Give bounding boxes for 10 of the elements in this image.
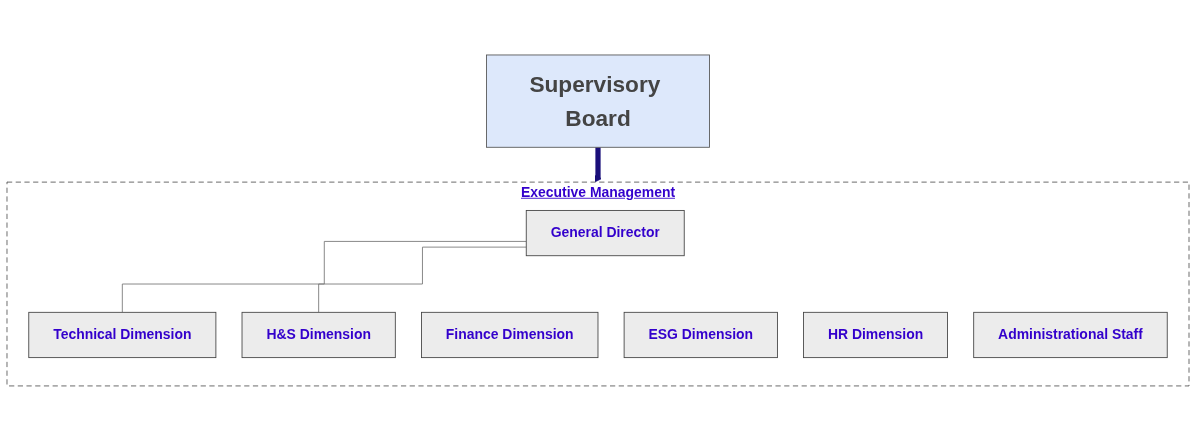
node-box: HR Dimension — [803, 311, 948, 359]
node-box: Technical Dimension — [28, 311, 217, 359]
node-box: ESG Dimension — [623, 311, 778, 359]
node-box: Finance Dimension — [421, 311, 599, 359]
node-box: Administrational Staff — [973, 311, 1168, 359]
node-box: H&S Dimension — [241, 311, 396, 359]
node-box: General Director — [525, 210, 685, 257]
connector — [121, 241, 527, 313]
node-box: Supervisory Board — [486, 54, 710, 148]
connector — [318, 246, 527, 313]
